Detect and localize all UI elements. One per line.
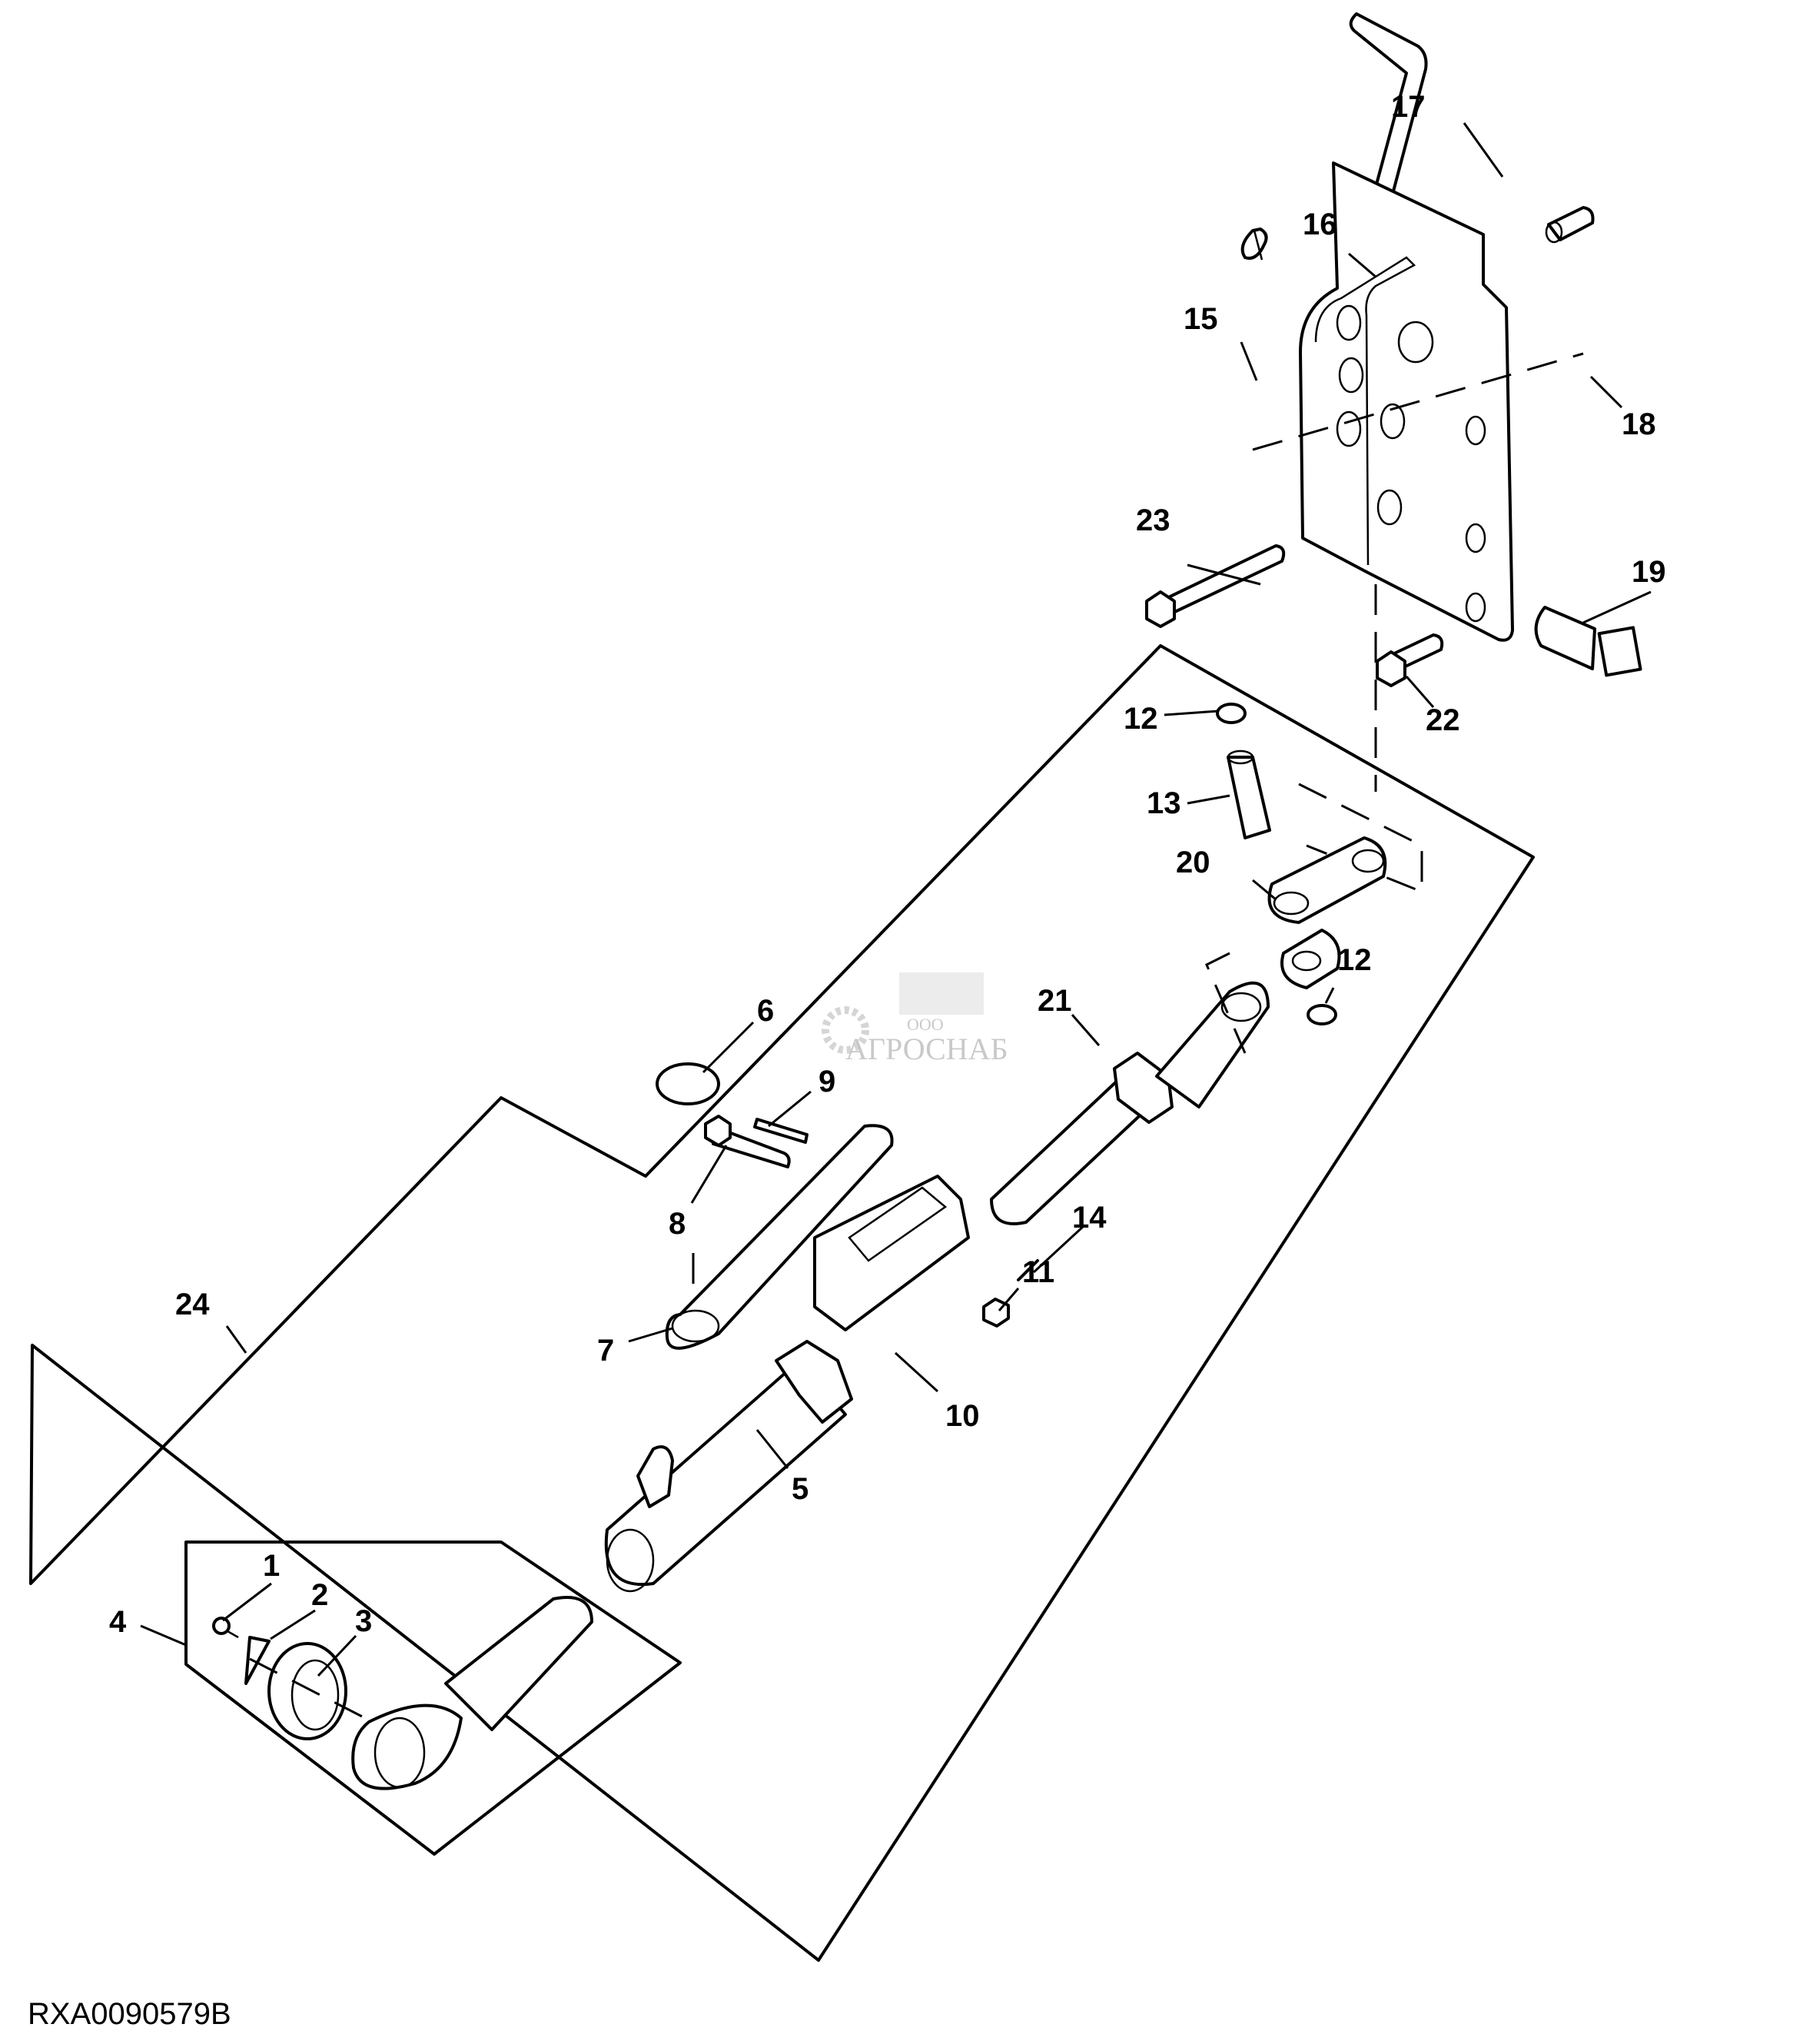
part-6-o-ring xyxy=(656,1062,720,1105)
part-4-threaded-eye xyxy=(351,1596,593,1790)
callout-1: 1 xyxy=(263,1549,280,1583)
callout-18: 18 xyxy=(1622,407,1656,441)
callout-15: 15 xyxy=(1184,302,1218,336)
callout-12b: 12 xyxy=(1337,943,1372,977)
assembly-4-boundary xyxy=(184,1540,682,1856)
part-19-pin xyxy=(1534,606,1642,677)
part-8-bolt xyxy=(704,1115,791,1168)
callout-13: 13 xyxy=(1147,786,1181,820)
assembly-line xyxy=(249,1657,366,1720)
callout-6: 6 xyxy=(757,994,774,1028)
callout-4: 4 xyxy=(109,1605,127,1639)
callout-16: 16 xyxy=(1303,208,1337,241)
part-23-bolt xyxy=(1145,544,1286,628)
callout-23: 23 xyxy=(1136,504,1170,537)
part-12-snap-ring xyxy=(1307,1004,1337,1025)
watermark-logo: ООО АГРОСНАБ xyxy=(822,972,1008,1066)
part-12-snap-ring xyxy=(1216,703,1247,724)
callout-10: 10 xyxy=(945,1399,980,1433)
callout-5: 5 xyxy=(792,1472,809,1506)
watermark-prefix: ООО xyxy=(907,1015,944,1034)
part-15-lynch-pin xyxy=(1240,228,1268,261)
part-10-channel xyxy=(813,1175,970,1331)
watermark-company: АГРОСНАБ xyxy=(845,1032,1008,1066)
assembly-line xyxy=(1252,352,1584,451)
leader-lines xyxy=(140,122,1652,1677)
callout-2: 2 xyxy=(311,1578,328,1612)
part-7-link xyxy=(665,1124,894,1350)
part-13-pin xyxy=(1227,749,1271,839)
part-5-tube xyxy=(604,1340,853,1593)
callout-7: 7 xyxy=(597,1334,614,1368)
callout-12a: 12 xyxy=(1124,702,1158,736)
assembly-line xyxy=(1205,952,1247,1054)
callout-20: 20 xyxy=(1176,846,1210,879)
part-22-bolt xyxy=(1376,633,1444,687)
callout-21: 21 xyxy=(1038,984,1072,1018)
part-16-bracket xyxy=(1299,161,1514,642)
callout-24: 24 xyxy=(175,1288,210,1321)
part-20-bracket xyxy=(1267,836,1387,989)
part-14-cotter-pin xyxy=(1017,1259,1039,1281)
callout-19: 19 xyxy=(1632,555,1666,589)
part-9-pin xyxy=(753,1118,809,1144)
callout-9: 9 xyxy=(819,1065,835,1098)
part-18-pin xyxy=(1545,206,1595,244)
callout-14: 14 xyxy=(1072,1201,1107,1235)
part-2-retainer xyxy=(244,1636,271,1685)
callout-22: 22 xyxy=(1426,703,1460,737)
figure-id: RXA0090579B xyxy=(28,1997,231,2031)
callout-8: 8 xyxy=(669,1207,686,1241)
callout-17: 17 xyxy=(1391,90,1426,124)
callout-3: 3 xyxy=(355,1604,372,1638)
assembly-24-boundary xyxy=(29,644,1535,1962)
callout-11: 11 xyxy=(1022,1255,1054,1289)
part-1-grease-fitting xyxy=(212,1617,239,1639)
part-21-threaded-eye xyxy=(990,981,1270,1225)
